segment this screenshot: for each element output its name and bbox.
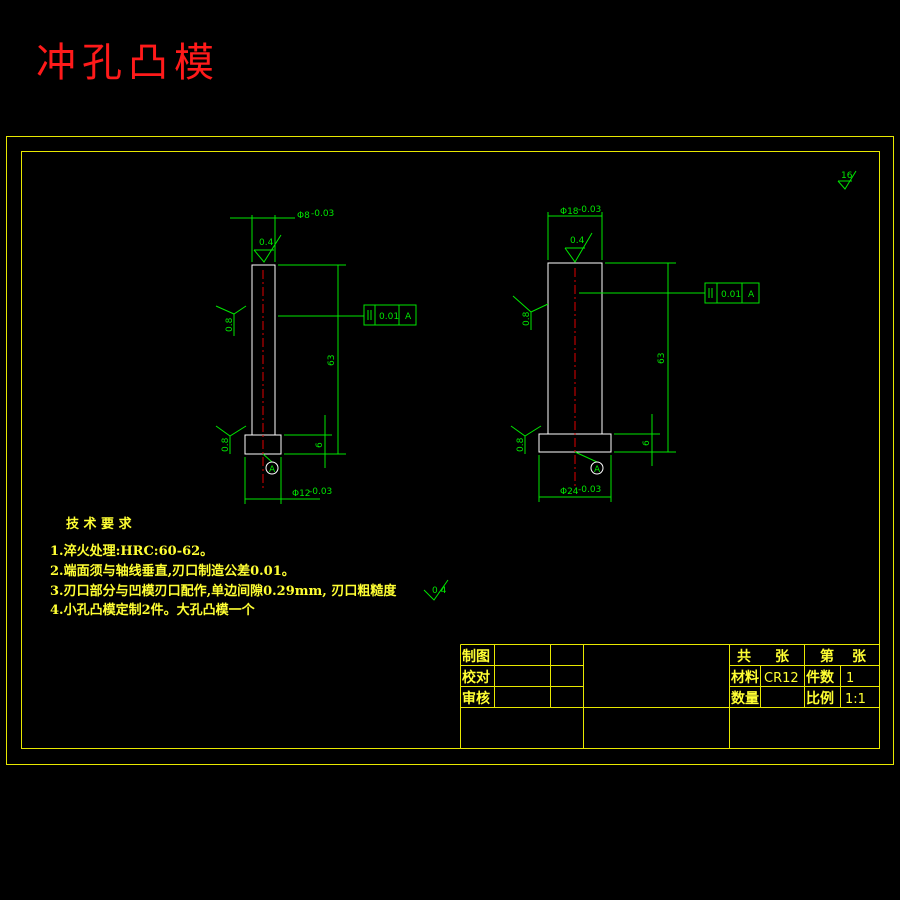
left-punch-view: Φ8 -0.03 0.4 0.8 0.8 0.01 A 63 6: [215, 209, 417, 504]
note-2: 2.端面须与轴线垂直,刃口制造公差0.01。: [50, 563, 295, 579]
right-head-roughness: 0.8: [516, 437, 526, 452]
right-top-tolerance: -0.03: [578, 205, 601, 215]
right-punch-view: Φ18 -0.03 0.4 0.8 0.8 0.01 A 63 6: [510, 205, 760, 502]
left-top-diameter: Φ8: [297, 211, 310, 221]
right-datum-a: A: [594, 465, 601, 475]
technical-notes: 技 术 要 求 1.淬火处理:HRC:60-62。 2.端面须与轴线垂直,刃口制…: [50, 516, 449, 618]
right-length: 63: [657, 353, 667, 364]
tb-qty-label: 件数: [806, 669, 835, 686]
right-bottom-diameter: Φ24: [560, 487, 579, 497]
tb-qty-value: 1: [846, 671, 854, 686]
notes-heading: 技 术 要 求: [66, 516, 133, 532]
title-block: 制图 校对 审核 共 张 第 张 材料 CR12 件数 1 数量 比例 1:1: [460, 644, 879, 748]
right-perp-datum: A: [748, 290, 755, 300]
note-roughness-value: 0.4: [432, 586, 447, 596]
left-perp-datum: A: [405, 312, 412, 322]
left-perp-tolerance: 0.01: [379, 312, 399, 322]
tb-draw-label: 制图: [462, 648, 490, 665]
left-head-height: 6: [315, 442, 325, 448]
note-4: 4.小孔凸模定制2件。大孔凸模一个: [50, 602, 256, 618]
tb-total-label: 共: [737, 648, 751, 665]
left-top-tolerance: -0.03: [311, 209, 334, 219]
left-head-roughness: 0.8: [221, 437, 231, 452]
left-bottom-tolerance: -0.03: [309, 487, 332, 497]
tb-count-label: 数量: [731, 690, 759, 707]
tb-page-label: 第: [820, 648, 834, 665]
left-length: 63: [327, 355, 337, 366]
tb-check-label: 校对: [462, 669, 490, 686]
global-roughness-symbol: 16: [837, 170, 857, 190]
tb-scale-value: 1:1: [845, 692, 866, 707]
left-datum-a: A: [269, 465, 276, 475]
right-head-height: 6: [642, 440, 652, 446]
right-bottom-tolerance: -0.03: [578, 485, 601, 495]
right-perp-tolerance: 0.01: [721, 290, 741, 300]
left-bottom-diameter: Φ12: [292, 489, 311, 499]
outer-frame: [6, 136, 894, 765]
tb-material-value: CR12: [764, 671, 799, 686]
tb-page-sheets-label: 张: [852, 649, 867, 665]
drawing-title: 冲孔凸模: [36, 40, 220, 86]
tb-review-label: 审核: [462, 690, 490, 707]
note-1: 1.淬火处理:HRC:60-62。: [50, 543, 213, 559]
right-top-roughness: 0.4: [570, 236, 585, 246]
inner-frame: [21, 151, 880, 749]
tb-sheets-label: 张: [775, 649, 790, 665]
right-top-diameter: Φ18: [560, 207, 579, 217]
left-side-roughness: 0.8: [225, 317, 235, 332]
note-3: 3.刃口部分与凹模刃口配作,单边间隙0.29mm, 刃口粗糙度: [50, 583, 397, 599]
left-top-roughness: 0.4: [259, 238, 274, 248]
right-side-roughness: 0.8: [522, 311, 532, 326]
tb-scale-label: 比例: [806, 690, 834, 707]
global-roughness-value: 16: [841, 171, 853, 181]
tb-material-label: 材料: [731, 669, 759, 686]
